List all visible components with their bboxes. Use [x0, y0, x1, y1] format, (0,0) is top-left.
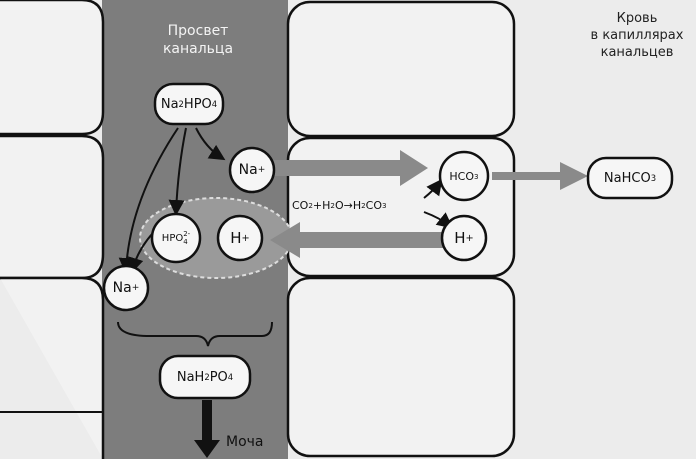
blood-label-line1: Кровь — [616, 11, 658, 26]
hco3-circle — [438, 150, 490, 202]
h-right-circle — [440, 214, 488, 262]
blood-label: Кровь в капиллярах канальцев — [580, 10, 694, 61]
h-right-label: H+ — [454, 229, 474, 247]
na-reabsorption-arrow — [262, 150, 428, 186]
na-upper-circle — [228, 146, 276, 194]
left-cell-bottom — [0, 276, 105, 459]
split-to-na-lower-arrow — [118, 127, 179, 274]
blood-label-line3: канальцев — [600, 45, 674, 60]
urine-label: Моча — [226, 434, 264, 450]
left-cell-middle — [0, 134, 105, 280]
left-cell-top — [0, 0, 105, 136]
na-upper-label: Na+ — [238, 162, 266, 178]
h-secretion-arrow — [270, 222, 444, 258]
na-lower-circle — [102, 264, 150, 312]
lumen-label: Просвет канальца — [128, 22, 268, 58]
hpo4-circle — [150, 212, 202, 264]
split-to-hpo4-arrow — [168, 127, 187, 216]
right-cell-top — [286, 0, 516, 138]
na2hpo4-box — [153, 82, 225, 126]
hco3-to-blood-arrow — [492, 162, 588, 190]
h-left-label: H+ — [230, 229, 250, 247]
na-lower-label: Na+ — [112, 280, 140, 296]
to-hco3-arrow — [423, 178, 443, 199]
split-to-na-arrow — [195, 127, 226, 161]
h-left-circle — [216, 214, 264, 262]
urine-arrow — [194, 400, 220, 458]
nah2po4-box — [158, 354, 252, 400]
combine-brace — [117, 321, 273, 347]
lumen-label-line1: Просвет — [167, 23, 229, 39]
right-cell-bottom — [286, 276, 516, 458]
lumen-label-line2: канальца — [162, 41, 234, 57]
nahco3-box — [586, 156, 674, 200]
blood-label-line2: в капиллярах — [590, 28, 684, 43]
